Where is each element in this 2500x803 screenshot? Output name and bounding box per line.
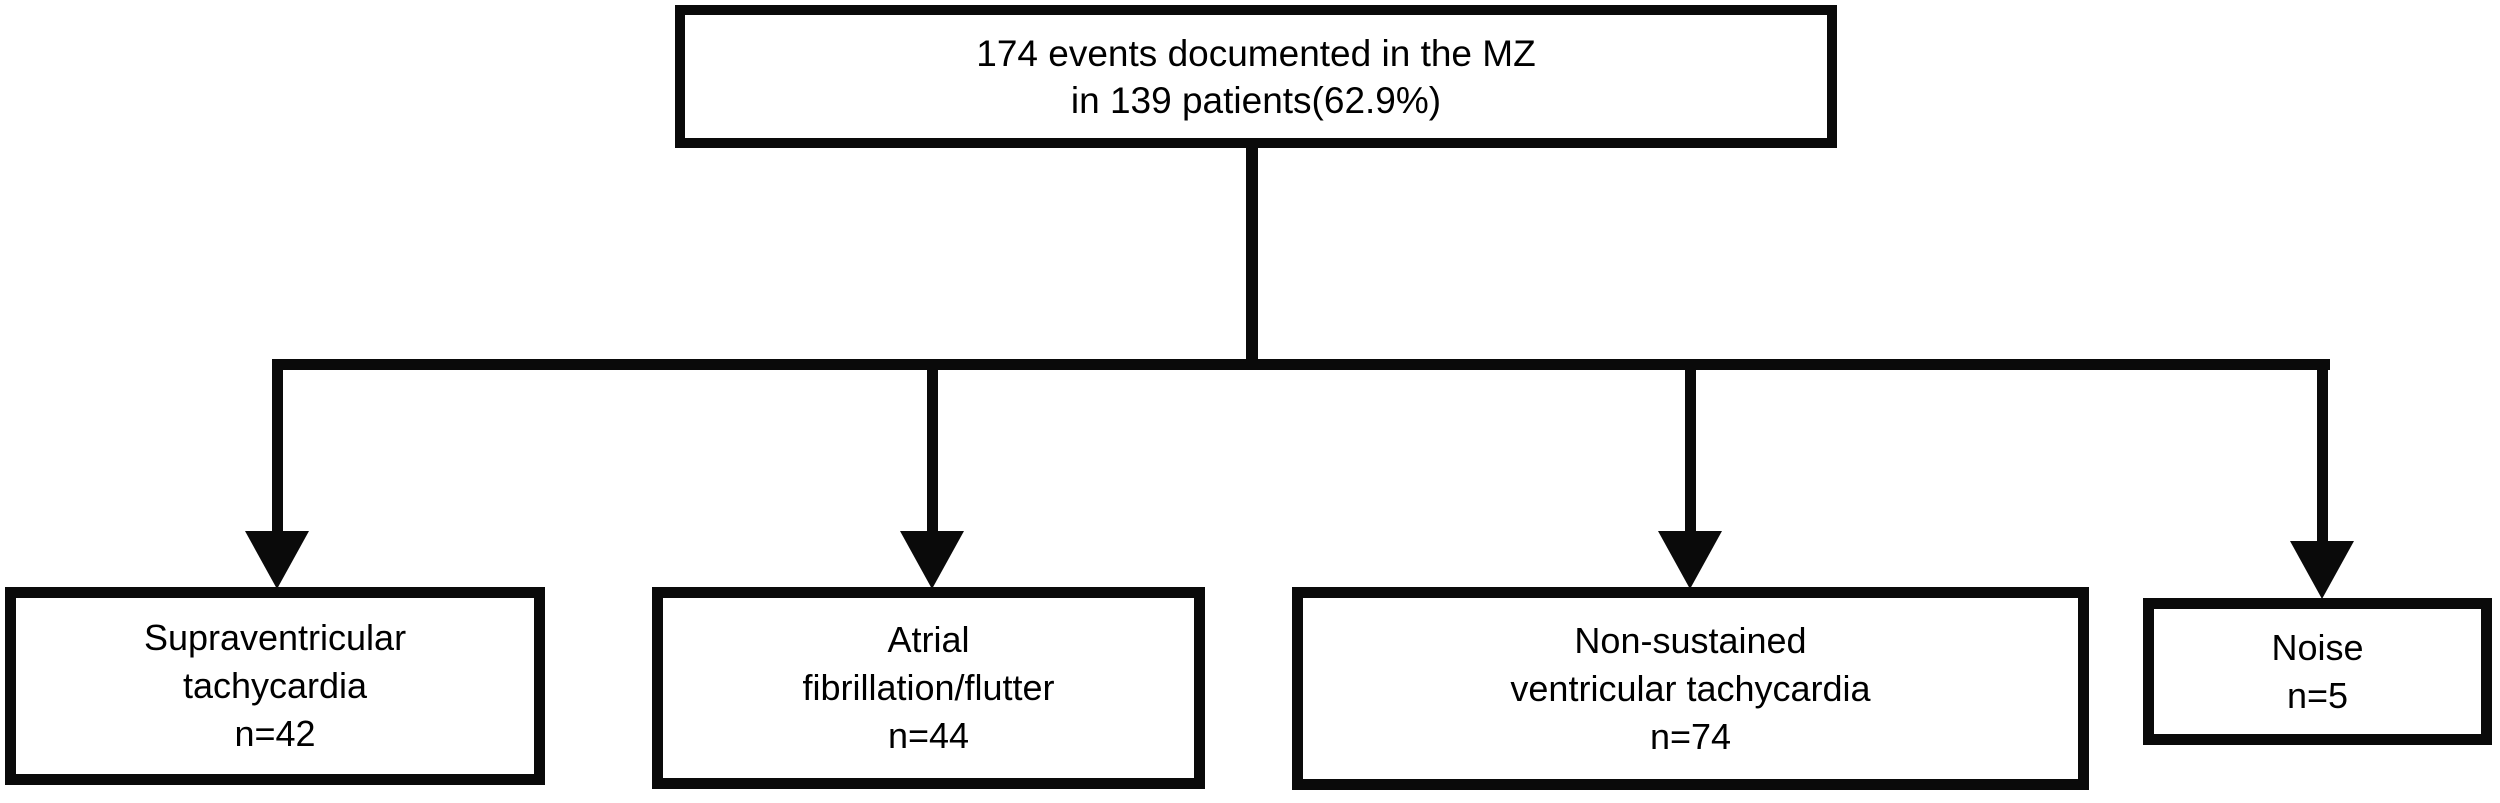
node-count-label: n=44 [887,715,970,756]
child-node-supraventricular-tachycardia: Supraventricular tachycardia n=42 [5,587,545,785]
arrow-shaft-4 [2317,359,2328,546]
node-count-label: n=5 [2286,674,2349,716]
root-node-text-line2: in 139 patients(62.9%) [1070,79,1442,121]
node-count-label: n=42 [234,713,316,754]
node-text-line: Noise [2271,626,2364,668]
node-text-line: Atrial [887,619,970,660]
root-node-events-documented: 174 events documented in the MZ in 139 p… [675,5,1837,148]
node-text-line: fibrillation/flutter [802,667,1055,708]
connector-stem-line [1246,145,1258,367]
child-node-atrial-fibrillation-flutter: Atrial fibrillation/flutter n=44 [652,587,1205,789]
root-node-text-line1: 174 events documented in the MZ [976,32,1536,74]
arrow-shaft-2 [927,359,938,536]
child-node-non-sustained-ventricular-tachycardia: Non-sustained ventricular tachycardia n=… [1292,587,2089,790]
child-node-noise: Noise n=5 [2143,598,2492,745]
node-text-line: ventricular tachycardia [1510,667,1871,709]
node-text-line: tachycardia [182,665,368,706]
arrow-shaft-3 [1685,359,1696,536]
arrow-down-icon [245,531,309,589]
arrow-shaft-1 [272,359,283,536]
arrow-down-icon [1658,531,1722,589]
node-count-label: n=74 [1649,715,1732,757]
node-text-line: Supraventricular [143,617,407,658]
arrow-down-icon [900,531,964,589]
connector-horizontal-line [272,359,2330,370]
node-text-line: Non-sustained [1574,619,1807,661]
arrow-down-icon [2290,541,2354,599]
